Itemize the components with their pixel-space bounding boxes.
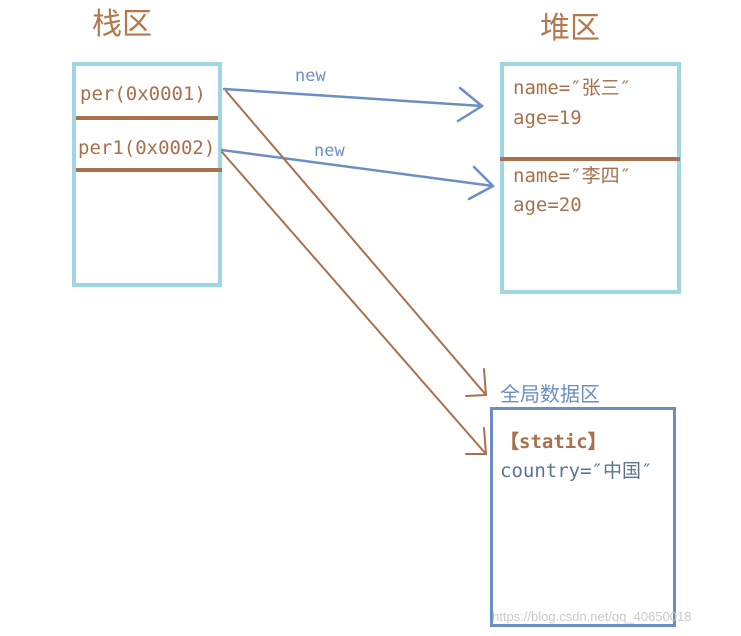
stack-divider-2 [76, 168, 222, 172]
heap-title: 堆区 [540, 11, 600, 46]
heap-box [500, 62, 681, 294]
blue-arrow-per-to-heap1 [222, 86, 484, 123]
global-title: 全局数据区 [500, 382, 600, 406]
static-label: 【static】 [500, 431, 607, 453]
new-label-1: new [295, 66, 326, 86]
heap-obj1-name: name=″张三″ [513, 77, 632, 99]
stack-var-per: per(0x0001) [80, 83, 206, 105]
watermark: https://blog.csdn.net/qq_40650018 [492, 609, 692, 624]
stack-box [72, 62, 222, 287]
new-label-2: new [314, 141, 345, 161]
global-box [490, 407, 676, 627]
brown-arrow-per1-to-global [221, 151, 487, 455]
heap-obj1-age: age=19 [513, 107, 582, 129]
country-line: country=″中国″ [500, 460, 653, 482]
stack-title: 栈区 [92, 7, 152, 42]
heap-obj2-age: age=20 [513, 194, 582, 216]
stack-divider-1 [76, 116, 218, 120]
blue-arrow-per1-to-heap2 [220, 148, 495, 201]
heap-divider [500, 157, 680, 161]
brown-arrow-per-to-global [225, 90, 487, 397]
stack-var-per1: per1(0x0002) [78, 137, 216, 159]
heap-obj2-name: name=″李四″ [513, 165, 632, 187]
